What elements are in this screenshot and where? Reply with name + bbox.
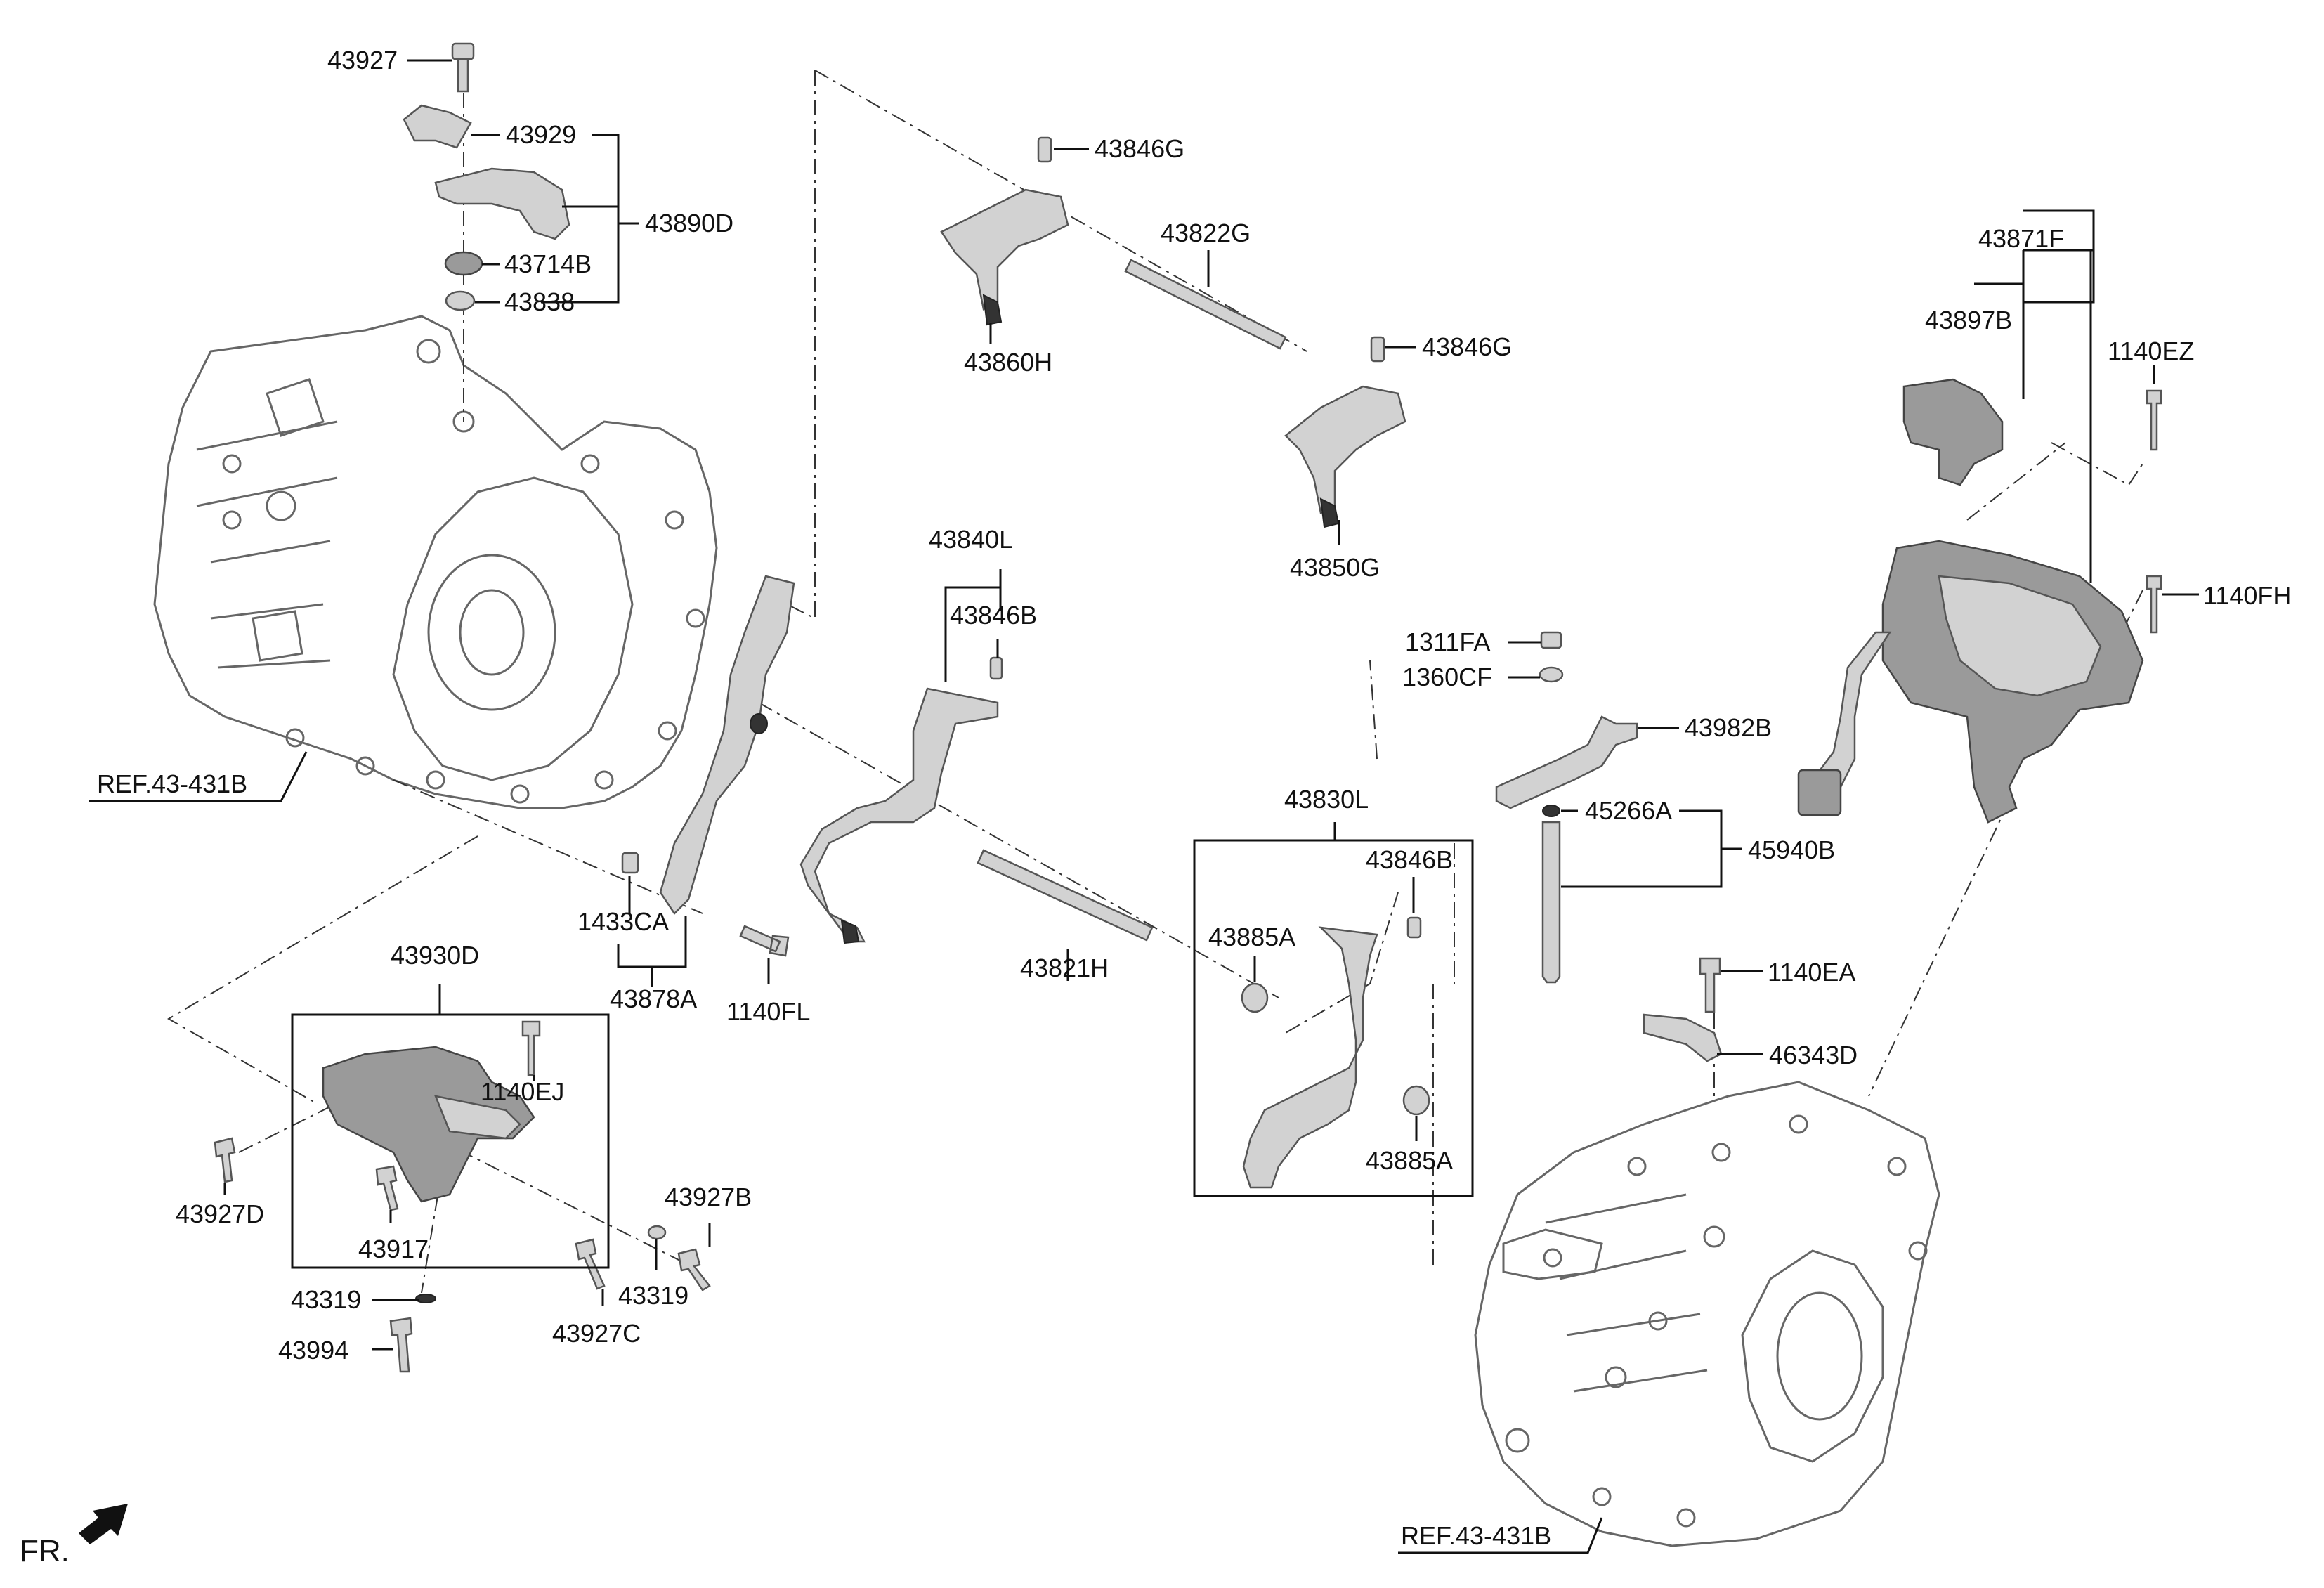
label-43929: 43929 bbox=[506, 120, 576, 149]
label-46343D: 46343D bbox=[1769, 1041, 1858, 1069]
bolt-43994 bbox=[389, 1317, 413, 1373]
label-43994: 43994 bbox=[278, 1336, 348, 1365]
fork-43860H-tip bbox=[982, 294, 1003, 326]
part-glyphs bbox=[214, 42, 2162, 1373]
label-45940B: 45940B bbox=[1748, 835, 1835, 864]
lever-43840L-tip bbox=[840, 919, 860, 944]
label-1140EA: 1140EA bbox=[1768, 958, 1855, 987]
label-43982B: 43982B bbox=[1685, 713, 1772, 742]
label-1360CF: 1360CF bbox=[1402, 663, 1492, 691]
transmission-case-left bbox=[153, 315, 718, 809]
lever-43878A-hole bbox=[750, 713, 768, 734]
label-43822G: 43822G bbox=[1161, 219, 1251, 247]
label-43885A-a: 43885A bbox=[1208, 923, 1295, 951]
pin-43846G-b bbox=[1370, 336, 1385, 363]
washer-43319-b bbox=[647, 1225, 667, 1240]
label-43821H: 43821H bbox=[1020, 954, 1109, 982]
bolt-1140FL bbox=[739, 925, 790, 957]
bracket-43890D bbox=[434, 167, 570, 240]
group-box-43830L bbox=[1193, 839, 1474, 1197]
label-43830L: 43830L bbox=[1284, 785, 1369, 814]
washer-43319-a bbox=[415, 1294, 436, 1303]
block-43885A-a bbox=[1241, 982, 1269, 1013]
label-43890D: 43890D bbox=[645, 209, 733, 237]
label-43927B: 43927B bbox=[665, 1183, 752, 1211]
pin-1433CA bbox=[621, 852, 639, 874]
label-43850G: 43850G bbox=[1290, 553, 1380, 582]
assembly-lines bbox=[167, 63, 2143, 1294]
label-43846B-a: 43846B bbox=[950, 601, 1037, 630]
label-45266A: 45266A bbox=[1585, 796, 1672, 825]
bolt-43927C bbox=[575, 1238, 606, 1290]
fork-43850G bbox=[1284, 385, 1406, 514]
pin-43846G-a bbox=[1037, 136, 1052, 163]
washer-43838 bbox=[445, 290, 476, 311]
label-43917: 43917 bbox=[358, 1235, 429, 1263]
lever-43840L bbox=[799, 687, 999, 943]
label-43897B: 43897B bbox=[1925, 306, 2012, 334]
bolt-43927D bbox=[214, 1137, 236, 1183]
leader-lines bbox=[89, 59, 2199, 1554]
label-43840L: 43840L bbox=[929, 525, 1013, 554]
label-1140EJ: 1140EJ bbox=[481, 1077, 564, 1106]
label-43846G-a: 43846G bbox=[1095, 134, 1184, 163]
direction-label: FR. bbox=[20, 1534, 70, 1568]
label-1140EZ: 1140EZ bbox=[2108, 337, 2194, 365]
rail-43822G bbox=[1124, 259, 1287, 350]
transmission-case-right bbox=[1474, 1081, 1940, 1547]
pin-43846B-b bbox=[1406, 916, 1422, 939]
lever-43878A bbox=[659, 575, 795, 915]
block-43885A-b bbox=[1402, 1085, 1430, 1116]
label-43885A-b: 43885A bbox=[1366, 1146, 1453, 1175]
bolt-1140EJ bbox=[521, 1020, 541, 1076]
rail-43821H bbox=[977, 849, 1154, 942]
bolt-43927B bbox=[677, 1248, 711, 1291]
group-box-43930D bbox=[291, 1013, 610, 1269]
label-43860H: 43860H bbox=[964, 348, 1052, 377]
bolt-43917 bbox=[375, 1165, 399, 1211]
bushing-43714B bbox=[444, 251, 483, 276]
label-1140FL: 1140FL bbox=[726, 997, 810, 1026]
pin-43846B-a bbox=[989, 656, 1003, 680]
fork-43860H bbox=[940, 188, 1069, 311]
label-43930D: 43930D bbox=[391, 941, 479, 970]
assembly-43930D bbox=[322, 1046, 535, 1203]
label-43846G-b: 43846G bbox=[1422, 332, 1512, 361]
washer-1360CF bbox=[1539, 666, 1564, 683]
label-1311FA: 1311FA bbox=[1405, 627, 1490, 656]
bolt-1140FH bbox=[2146, 575, 2162, 634]
bolt-1140EA bbox=[1699, 957, 1721, 1013]
label-43927C: 43927C bbox=[552, 1319, 641, 1348]
front-arrow-icon bbox=[79, 1504, 128, 1544]
bolt-43927 bbox=[451, 42, 475, 93]
bracket-43982B bbox=[1495, 715, 1638, 809]
label-43927: 43927 bbox=[327, 46, 398, 74]
label-43319-a: 43319 bbox=[291, 1285, 361, 1314]
label-1140FH: 1140FH bbox=[2203, 581, 2291, 610]
label-43927D: 43927D bbox=[176, 1199, 264, 1228]
ref-label-left: REF.43-431B bbox=[97, 769, 247, 798]
labels: 43927 43929 43890D 43714B 43838 43846G 4… bbox=[20, 46, 2291, 1568]
label-43871F: 43871F bbox=[1978, 224, 2064, 253]
label-43714B: 43714B bbox=[504, 249, 592, 278]
ref-label-right: REF.43-431B bbox=[1401, 1521, 1551, 1550]
actuator-43871F-body bbox=[1938, 575, 2102, 697]
sensor-43897B bbox=[1902, 378, 2004, 486]
connector-43871F bbox=[1797, 769, 1842, 816]
assembly-43930D-arm bbox=[433, 1095, 521, 1140]
label-43878A: 43878A bbox=[610, 984, 697, 1013]
label-43846B-b: 43846B bbox=[1366, 845, 1453, 874]
bracket-46343D bbox=[1643, 1013, 1723, 1062]
oring-45266A bbox=[1542, 805, 1560, 817]
label-43838: 43838 bbox=[504, 287, 575, 316]
clip-43929 bbox=[403, 104, 472, 149]
nut-1311FA bbox=[1540, 631, 1562, 649]
label-43319-b: 43319 bbox=[618, 1281, 688, 1310]
rod-45940B bbox=[1541, 821, 1561, 984]
fork-43830L bbox=[1242, 926, 1378, 1189]
bolt-1140EZ bbox=[2146, 389, 2162, 451]
label-1433CA: 1433CA bbox=[577, 907, 669, 936]
